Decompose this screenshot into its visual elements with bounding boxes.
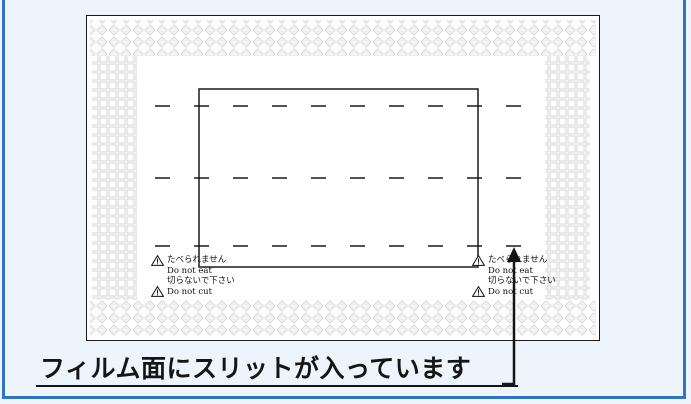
warning-row: Do not cut: [151, 286, 235, 298]
warning-triangle-icon: [472, 254, 485, 266]
pointer-line: [502, 258, 516, 386]
warning-block-left: たべられません Do not eat 切らないで下さい Do not cut: [151, 254, 235, 298]
warning-text: Do not eat: [488, 265, 533, 276]
pattern-band-bottom: [90, 300, 596, 336]
frame-border-right: [683, 0, 686, 398]
warning-row: 切らないで下さい: [472, 276, 556, 287]
warning-text: たべられません: [167, 255, 227, 265]
warning-text: Do not eat: [167, 265, 212, 276]
warning-triangle-icon: [472, 286, 485, 298]
warning-triangle-icon: [151, 286, 164, 298]
warning-text: 切らないで下さい: [488, 276, 556, 286]
pattern-band-right: [545, 56, 590, 300]
warning-text: Do not cut: [167, 286, 212, 297]
warning-text: 切らないで下さい: [167, 276, 235, 286]
pointer-arrowhead: [507, 247, 521, 262]
caption-underline: [36, 385, 518, 387]
warning-triangle-icon: [151, 254, 164, 266]
warning-block-right: たべられません Do not eat 切らないで下さい Do not cut: [472, 254, 556, 298]
frame-border-bottom: [2, 396, 686, 399]
warning-row: Do not eat: [151, 266, 235, 277]
warning-text: Do not cut: [488, 286, 533, 297]
warning-row: 切らないで下さい: [151, 276, 235, 287]
warning-row: たべられません: [151, 254, 235, 266]
pattern-band-left: [92, 56, 137, 300]
warning-row: Do not cut: [472, 286, 556, 298]
warning-row: たべられません: [472, 254, 556, 266]
frame-border-left: [2, 0, 5, 398]
caption-text: フィルム面にスリットが入っています: [40, 354, 472, 383]
pattern-band-top: [90, 20, 596, 56]
warning-row: Do not eat: [472, 266, 556, 277]
warning-text: たべられません: [488, 255, 548, 265]
